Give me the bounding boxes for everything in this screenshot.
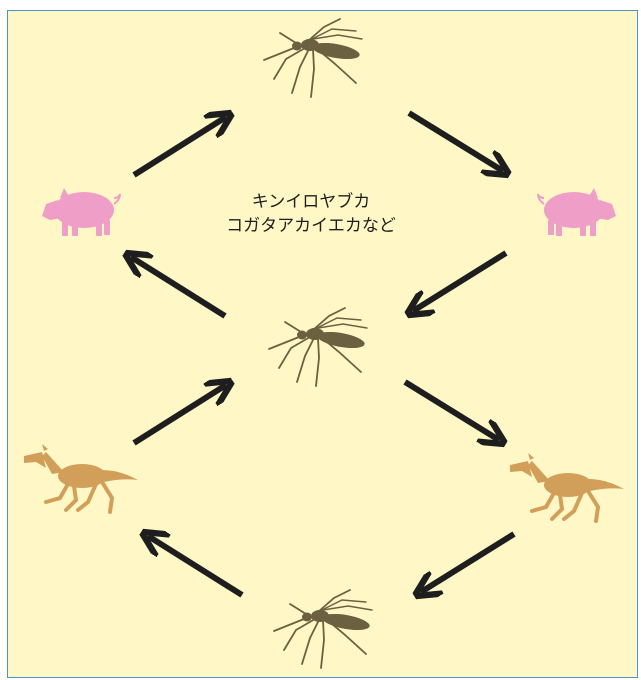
arrows	[131, 113, 514, 595]
arrow-mosquito-bottom-to-horse-left	[148, 536, 242, 595]
caption-line-2: コガタアカイエカなど	[201, 214, 421, 238]
mosquito-icon	[274, 590, 372, 668]
arrow-mosquito-middle-to-pig-left	[131, 257, 225, 316]
arrow-pig-left-to-mosquito-top	[134, 117, 226, 175]
pig-icon	[538, 188, 616, 236]
arrow-mosquito-top-to-pig-right	[409, 113, 503, 171]
arrow-horse-left-to-mosquito-middle	[134, 385, 226, 443]
pig-icon	[42, 188, 120, 236]
caption-line-1: キンイロヤブカ	[201, 190, 421, 214]
horse-icon	[24, 444, 138, 512]
mosquito-icon	[269, 308, 367, 386]
vector-species-caption: キンイロヤブカ コガタアカイエカなど	[201, 190, 421, 238]
horse-icon	[510, 453, 624, 521]
arrow-mosquito-middle-to-horse-right	[405, 382, 499, 440]
mosquito-icon	[264, 19, 362, 97]
arrow-horse-right-to-mosquito-bottom	[421, 534, 514, 592]
arrow-pig-right-to-mosquito-middle	[413, 253, 506, 311]
